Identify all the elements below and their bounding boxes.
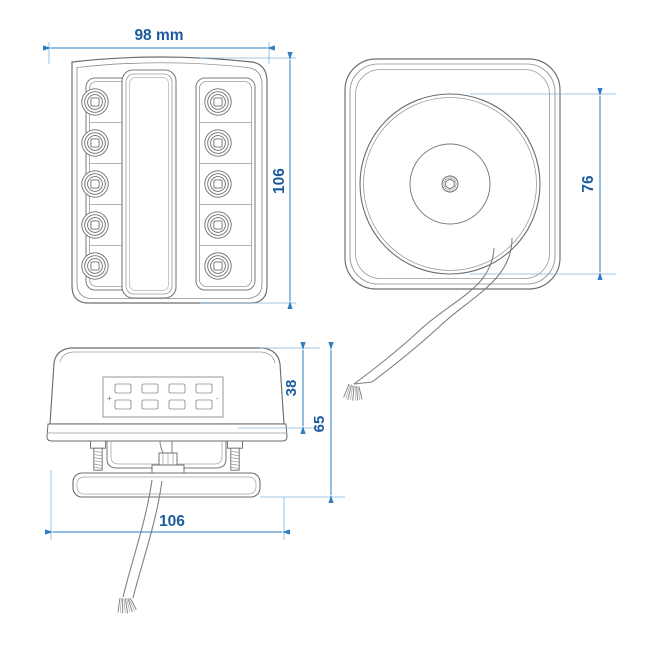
side-label-panel: + - [102, 376, 224, 418]
side-cable [122, 479, 163, 599]
front-led-chamber-right [195, 77, 256, 291]
polarity-plus-mark: + [107, 394, 112, 403]
dimension-total-height-label: 65 [311, 416, 328, 433]
rear-cable [353, 237, 513, 385]
side-housing-top-contour [59, 351, 276, 364]
rear-view [342, 58, 561, 403]
dimension-rear-height-label: 76 [580, 175, 597, 193]
rear-housing-contour-3 [355, 69, 550, 279]
polarity-minus-mark: - [216, 394, 219, 403]
rear-housing-contour-2 [349, 63, 556, 285]
dimension-front-width-label: 98 mm [134, 27, 183, 44]
dimension-base-width: 106 [45, 470, 290, 540]
dimension-body-height: 38 [238, 342, 320, 434]
dimension-base-width-label: 106 [159, 513, 185, 530]
rear-center-hex-screw [441, 175, 459, 193]
dimension-front-height: 106 [200, 52, 296, 309]
side-magnet-base-plate [72, 472, 261, 498]
dimension-body-height-label: 38 [283, 380, 300, 397]
side-cable-through-bracket [159, 440, 173, 454]
dimension-front-height-label: 106 [271, 168, 288, 194]
front-view [71, 56, 268, 304]
dimension-rear-height: 76 [470, 88, 616, 280]
dimension-front-width: 98 mm [43, 27, 275, 64]
front-number-plate-window [121, 69, 177, 299]
front-housing-inner-contour [76, 62, 263, 299]
side-label-cells [114, 383, 213, 410]
dimension-total-height: 65 [260, 342, 345, 503]
side-view: + - [46, 347, 288, 615]
side-housing-flange [46, 423, 288, 442]
